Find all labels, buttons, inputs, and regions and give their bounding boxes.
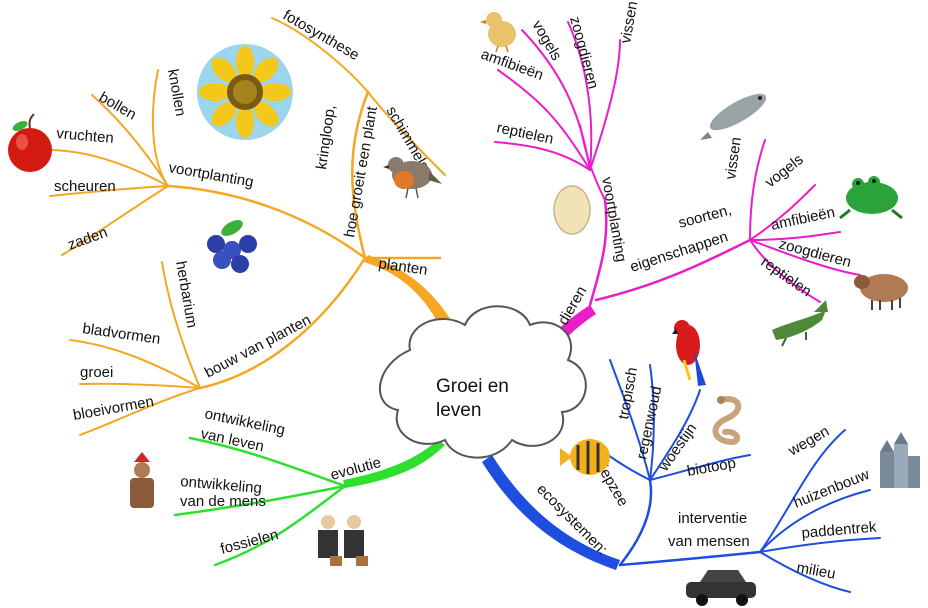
label-groei: groei	[80, 364, 113, 381]
label-soorten-line2: eigenschappen	[628, 228, 730, 276]
label-knollen: knollen	[164, 68, 189, 118]
center-cloud: Groei en leven	[378, 305, 587, 459]
label-scheuren: scheuren	[54, 178, 116, 195]
label-zoogdieren-soorten: zoogdieren	[777, 235, 853, 271]
businessmen-icon	[318, 515, 368, 566]
label-interventie-line1: interventie	[678, 510, 747, 527]
label-fossielen: fossielen	[219, 526, 281, 558]
label-amfibieen-soorten: amfibieën	[769, 204, 836, 234]
parrot-icon	[672, 320, 706, 386]
egg-icon	[553, 185, 591, 235]
label-vogels-soorten: vogels	[762, 151, 807, 191]
label-tropisch: tropisch	[615, 366, 641, 421]
label-planten: planten	[377, 255, 428, 279]
tropical-fish-icon	[560, 439, 610, 475]
label-huizenbouw: huizenbouw	[791, 466, 872, 512]
label-fotosynthese: fotosynthese	[280, 7, 362, 64]
skyscraper-icon	[880, 432, 920, 488]
label-kringloop-line1: kringloop,	[313, 104, 339, 171]
label-ontwikkeling-mens-line2: van de mens	[180, 493, 266, 510]
label-vruchten: vruchten	[56, 125, 115, 147]
chick-icon	[480, 12, 516, 53]
label-soorten-line1: soorten,	[677, 201, 734, 231]
label-interventie-line2: van mensen	[668, 533, 750, 550]
blueberries-icon	[207, 220, 257, 273]
branch-dieren	[494, 21, 861, 358]
label-biotoop: biotoop	[686, 455, 737, 480]
car-icon	[686, 570, 756, 606]
label-vissen-dieren: vissen	[617, 0, 641, 45]
label-bloeivormen: bloeivormen	[72, 393, 155, 424]
label-zaden: zaden	[66, 224, 110, 254]
center-title-line1: Groei en	[436, 376, 509, 397]
label-regenwoud: regenwoud	[633, 385, 665, 461]
robin-icon	[383, 157, 442, 199]
label-bouw-van-planten: bouw van planten	[202, 311, 314, 381]
label-herbarium: herbarium	[172, 260, 200, 329]
label-zoogdieren-dieren: zoogdieren	[566, 15, 602, 91]
crocodile-icon	[772, 300, 828, 347]
label-vissen-soorten: vissen	[722, 136, 745, 180]
label-wegen: wegen	[785, 423, 833, 460]
snake-icon	[712, 396, 742, 445]
label-vogels-dieren: vogels	[529, 18, 565, 64]
label-amfibieen-dieren: amfibieën	[479, 46, 546, 84]
apple-icon	[8, 113, 52, 172]
label-paddentrek: paddentrek	[801, 518, 878, 542]
sunflower-icon	[197, 44, 293, 140]
label-bollen: bollen	[96, 89, 139, 124]
label-kringloop-line2: hoe groeit een plant	[341, 104, 381, 238]
label-milieu: milieu	[795, 559, 837, 583]
center-title-line2: leven	[436, 400, 481, 421]
branch-evolutie	[173, 436, 445, 567]
sheep-icon	[854, 274, 908, 310]
frog-icon	[839, 176, 903, 220]
native-figure-icon	[130, 452, 154, 508]
fish-icon	[700, 93, 767, 140]
